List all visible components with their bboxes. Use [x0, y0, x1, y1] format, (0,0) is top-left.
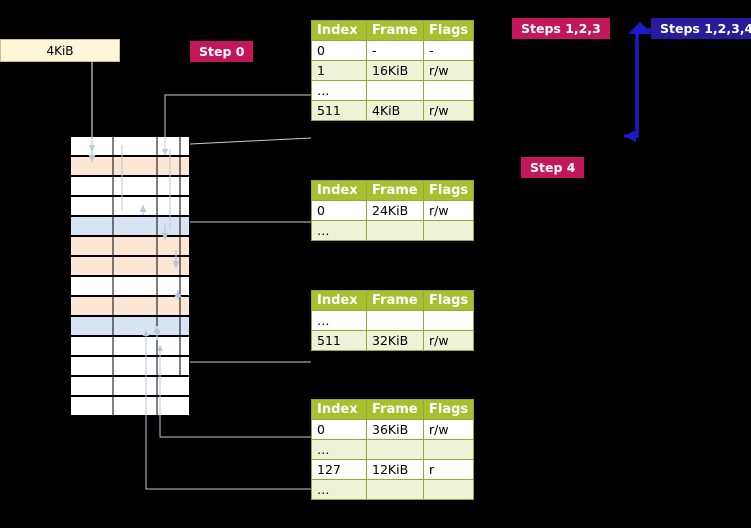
- memory-frame-row: [70, 196, 190, 216]
- memory-frame-row: [70, 336, 190, 356]
- cell-flags: [422, 310, 475, 331]
- memory-frame-row: [70, 176, 190, 196]
- cell-frame: 4KiB: [366, 100, 424, 121]
- memory-frame-row: [70, 136, 190, 156]
- cell-flags: r/w: [422, 200, 475, 221]
- cell-index: 0: [311, 200, 367, 221]
- table-row: …: [311, 479, 475, 500]
- table-row: 1 16KiB r/w: [311, 60, 475, 81]
- cell-frame: 36KiB: [366, 419, 424, 440]
- cell-flags: r/w: [422, 330, 475, 351]
- table-row: 511 4KiB r/w: [311, 100, 475, 121]
- cell-frame: [366, 80, 424, 101]
- header-index: Index: [311, 180, 367, 201]
- cell-flags: [422, 80, 475, 101]
- table-row: 0 24KiB r/w: [311, 200, 475, 221]
- header-flags: Flags: [422, 399, 475, 420]
- table-pt: Index Frame Flags 0 36KiB r/w … 127: [311, 399, 475, 500]
- cell-flags: [422, 220, 475, 241]
- header-frame: Frame: [366, 20, 424, 41]
- memory-frame-row: [70, 376, 190, 396]
- memory-frame-row: [70, 276, 190, 296]
- cell-flags: [422, 439, 475, 460]
- header-index: Index: [311, 20, 367, 41]
- table-header-row: Index Frame Flags: [311, 290, 475, 311]
- table-pml4: Index Frame Flags 0 - - 1 16KiB r/w …: [311, 20, 475, 121]
- cell-index: …: [311, 220, 367, 241]
- cell-frame: [366, 220, 424, 241]
- cell-index: 0: [311, 419, 367, 440]
- cell-frame: 12KiB: [366, 459, 424, 480]
- cell-frame: [366, 439, 424, 460]
- cell-index: 0: [311, 40, 367, 61]
- memory-column: [70, 136, 190, 416]
- cell-frame: 24KiB: [366, 200, 424, 221]
- memory-frame-row: [70, 256, 190, 276]
- cell-index: 511: [311, 100, 367, 121]
- header-flags: Flags: [422, 290, 475, 311]
- table-row: 0 36KiB r/w: [311, 419, 475, 440]
- header-frame: Frame: [366, 180, 424, 201]
- header-frame: Frame: [366, 290, 424, 311]
- cell-index: …: [311, 439, 367, 460]
- table-row: 127 12KiB r: [311, 459, 475, 480]
- cell-frame: -: [366, 40, 424, 61]
- cell-frame: 32KiB: [366, 330, 424, 351]
- memory-frame-row: [70, 296, 190, 316]
- cell-index: …: [311, 80, 367, 101]
- header-index: Index: [311, 399, 367, 420]
- header-flags: Flags: [422, 180, 475, 201]
- cell-flags: r: [422, 459, 475, 480]
- cell-index: 1: [311, 60, 367, 81]
- table-pd: Index Frame Flags … 511 32KiB r/w: [311, 290, 475, 351]
- table-pdp: Index Frame Flags 0 24KiB r/w …: [311, 180, 475, 241]
- cell-index: 127: [311, 459, 367, 480]
- table-row: …: [311, 80, 475, 101]
- cell-index: 511: [311, 330, 367, 351]
- cell-flags: -: [422, 40, 475, 61]
- cell-flags: r/w: [422, 100, 475, 121]
- table-header-row: Index Frame Flags: [311, 180, 475, 201]
- header-flags: Flags: [422, 20, 475, 41]
- memory-frame-row: [70, 316, 190, 336]
- cell-flags: r/w: [422, 60, 475, 81]
- memory-frame-row: [70, 396, 190, 416]
- memory-frame-row: [70, 156, 190, 176]
- cell-frame: 16KiB: [366, 60, 424, 81]
- table-header-row: Index Frame Flags: [311, 20, 475, 41]
- step-4-label: Step 4: [521, 157, 585, 178]
- header-index: Index: [311, 290, 367, 311]
- steps-123-label: Steps 1,2,3: [512, 18, 610, 39]
- cell-frame: [366, 310, 424, 331]
- memory-frame-row: [70, 356, 190, 376]
- cell-index: …: [311, 310, 367, 331]
- step-0-label: Step 0: [190, 41, 254, 62]
- page-block-4kib: 4KiB: [0, 39, 120, 62]
- steps-1234-label: Steps 1,2,3,4: [651, 18, 751, 39]
- cell-flags: [422, 479, 475, 500]
- table-row: …: [311, 220, 475, 241]
- table-row: …: [311, 439, 475, 460]
- table-row: 511 32KiB r/w: [311, 330, 475, 351]
- memory-frame-row: [70, 236, 190, 256]
- cell-flags: r/w: [422, 419, 475, 440]
- header-frame: Frame: [366, 399, 424, 420]
- table-row: …: [311, 310, 475, 331]
- cell-frame: [366, 479, 424, 500]
- table-row: 0 - -: [311, 40, 475, 61]
- memory-frame-row: [70, 216, 190, 236]
- cell-index: …: [311, 479, 367, 500]
- table-header-row: Index Frame Flags: [311, 399, 475, 420]
